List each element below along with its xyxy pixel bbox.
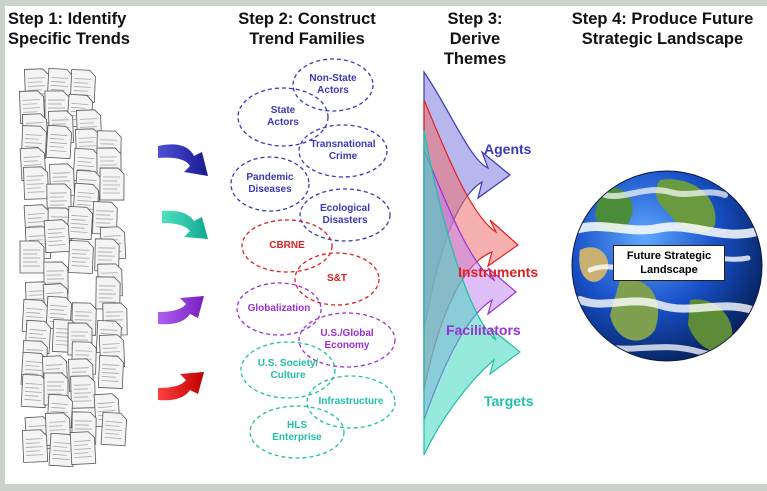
family-ellipse-ecological-disasters xyxy=(299,188,391,242)
family-label-line: State xyxy=(270,105,296,116)
family-ellipse-s-and-t xyxy=(294,252,380,306)
document-page-icon xyxy=(97,355,124,389)
family-label-line: Globalization xyxy=(247,303,311,314)
family-label-line: S&T xyxy=(327,273,347,284)
family-ellipse-us-global-economy xyxy=(298,312,396,368)
family-label-transnational-crime: Transnational Crime xyxy=(303,139,383,163)
family-ellipse-non-state-actors xyxy=(292,58,374,112)
family-label-us-society-culture: U.S. Society/ Culture xyxy=(248,358,328,382)
family-label-line: Actors xyxy=(267,117,299,128)
step-2-line-2: Trend Families xyxy=(249,30,365,48)
family-ellipse-infrastructure xyxy=(306,375,396,429)
family-label-line: Disasters xyxy=(322,215,368,226)
document-page-icon xyxy=(94,238,120,272)
red-arrow-icon xyxy=(158,372,204,401)
document-page-icon xyxy=(69,431,97,465)
family-ellipse-pandemic-diseases xyxy=(230,156,310,212)
family-label-line: Economy xyxy=(324,340,370,351)
purple-arrow-icon xyxy=(158,296,204,325)
step-4-line-2: Strategic Landscape xyxy=(581,30,744,48)
family-label-line: CBRNE xyxy=(269,240,305,251)
family-label-hls-enterprise: HLS Enterprise xyxy=(257,420,337,444)
family-label-pandemic-diseases: Pandemic Diseases xyxy=(235,172,305,196)
teal-arrow-icon xyxy=(162,210,208,239)
family-ellipse-cbrne xyxy=(241,219,333,273)
family-label-line: Transnational xyxy=(310,139,376,150)
theme-band-targets xyxy=(423,129,521,456)
document-page-icon xyxy=(45,124,72,160)
document-page-icon xyxy=(43,219,71,254)
step-1-line-1: Step 1: Identify xyxy=(8,10,127,28)
step-4-line-1: Step 4: Produce Future xyxy=(571,10,754,28)
document-page-icon xyxy=(19,240,45,274)
step-1-heading: Step 1: Identify Specific Trends xyxy=(8,9,130,49)
document-page-icon xyxy=(92,201,118,235)
family-ellipse-us-society-culture xyxy=(240,341,336,399)
family-label-line: U.S. Society/ xyxy=(257,358,319,369)
document-page-icon xyxy=(21,429,49,463)
family-label-line: Infrastructure xyxy=(318,396,384,407)
step-4-heading: Step 4: Produce Future Strategic Landsca… xyxy=(560,9,765,49)
family-label-line: HLS xyxy=(287,420,307,431)
family-label-line: Diseases xyxy=(248,184,292,195)
family-label-cbrne: CBRNE xyxy=(252,240,322,252)
step-3-line-1: Step 3: Derive xyxy=(447,10,503,48)
family-ellipse-state-actors xyxy=(237,87,329,147)
document-page-icon xyxy=(100,411,128,447)
globe-label-line-1: Future Strategic xyxy=(626,250,712,262)
globe-label-line-2: Landscape xyxy=(640,264,698,276)
family-label-s-and-t: S&T xyxy=(302,273,372,285)
step-1-line-2: Specific Trends xyxy=(8,30,130,48)
document-page-icon xyxy=(95,276,121,310)
family-label-globalization: Globalization xyxy=(239,303,319,315)
future-strategic-landscape-label: Future Strategic Landscape xyxy=(613,245,725,281)
family-label-us-global-economy: U.S./Global Economy xyxy=(307,328,387,352)
blue-arrow-icon xyxy=(158,144,208,176)
family-label-line: Actors xyxy=(317,85,349,96)
family-label-state-actors: State Actors xyxy=(248,105,318,129)
theme-label-agents: Agents xyxy=(484,141,532,157)
theme-label-targets: Targets xyxy=(484,393,534,409)
step-2-line-1: Step 2: Construct xyxy=(238,10,376,28)
family-ellipse-globalization xyxy=(236,282,322,336)
family-label-non-state-actors: Non-State Actors xyxy=(298,73,368,97)
family-label-line: Non-State xyxy=(309,73,357,84)
family-ellipse-hls-enterprise xyxy=(249,405,345,459)
family-label-line: Pandemic xyxy=(246,172,294,183)
family-label-line: Culture xyxy=(270,370,306,381)
document-page-icon xyxy=(69,69,96,103)
document-page-icon xyxy=(99,167,125,201)
family-label-infrastructure: Infrastructure xyxy=(311,396,391,408)
step-2-heading: Step 2: Construct Trend Families xyxy=(232,9,382,49)
theme-label-facilitators: Facilitators xyxy=(446,322,521,338)
family-label-ecological-disasters: Ecological Disasters xyxy=(305,203,385,227)
family-label-line: U.S./Global xyxy=(320,328,374,339)
family-label-line: Enterprise xyxy=(272,432,322,443)
family-label-line: Crime xyxy=(328,151,358,162)
step-3-line-2: Themes xyxy=(443,50,507,68)
step-3-heading: Step 3: Derive Themes xyxy=(425,9,525,69)
theme-label-instruments: Instruments xyxy=(458,264,539,280)
document-page-icon xyxy=(67,240,94,274)
family-ellipse-transnational-crime xyxy=(298,124,388,178)
family-label-line: Ecological xyxy=(319,203,370,214)
